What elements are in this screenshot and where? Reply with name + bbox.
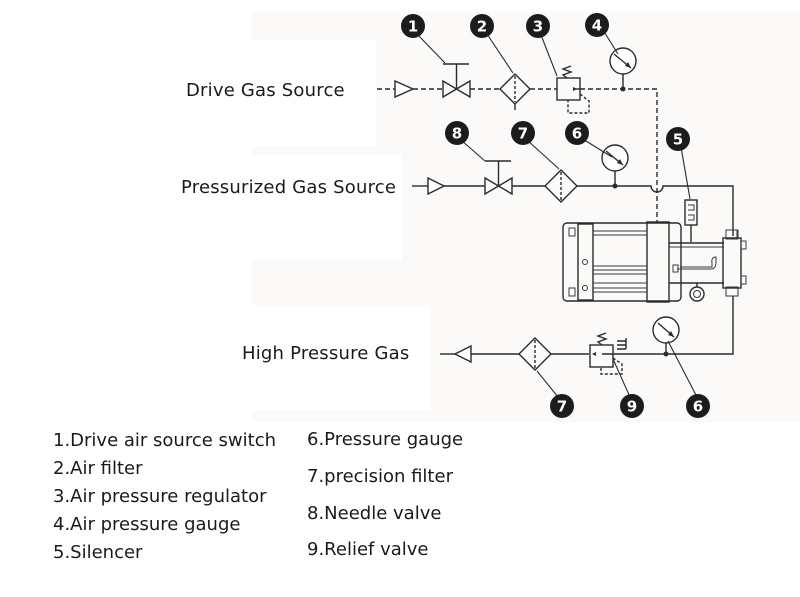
callout-badge-2: 2 (470, 14, 494, 38)
legend-item: 2.Air filter (53, 458, 143, 479)
gas-booster-pump-icon (562, 221, 747, 303)
drive-gas-line (377, 88, 658, 222)
svg-text:7: 7 (557, 398, 567, 416)
callout-badge-6-outlet: 6 (686, 394, 710, 418)
legend-item: 5.Silencer (53, 542, 143, 563)
relief-valve-icon (589, 332, 627, 375)
drive-inlet-arrow-icon (394, 79, 415, 99)
svg-text:8: 8 (452, 125, 462, 143)
legend-item: 7.precision filter (307, 466, 453, 487)
callout-badge-7-outlet: 7 (550, 394, 574, 418)
drive-gas-source-label: Drive Gas Source (186, 80, 345, 101)
legend-item: 3.Air pressure regulator (53, 486, 267, 507)
air-pressure-regulator-icon (556, 65, 590, 114)
pressurized-gas-source-label: Pressurized Gas Source (181, 177, 397, 198)
silencer-icon (684, 199, 698, 242)
legend-item: 9.Relief valve (307, 539, 429, 560)
pressurized-gas-line (412, 185, 734, 236)
high-pressure-outlet-line (440, 296, 734, 355)
svg-text:6: 6 (572, 125, 582, 143)
legend-item: 1.Drive air source switch (53, 430, 276, 451)
precision-filter-icon (544, 169, 578, 203)
callout-badge-3: 3 (526, 14, 550, 38)
callout-badge-5: 5 (666, 127, 690, 151)
callout-badge-8: 8 (445, 121, 469, 145)
svg-text:6: 6 (693, 398, 703, 416)
label-panel-pressurized (252, 155, 402, 260)
pressurized-inlet-arrow-icon (427, 176, 446, 196)
high-pressure-gas-label: High Pressure Gas (242, 343, 410, 364)
callout-badge-1: 1 (401, 14, 425, 38)
legend-item: 4.Air pressure gauge (53, 514, 241, 535)
outlet-precision-filter-icon (518, 337, 552, 371)
drive-air-switch-valve-icon (442, 63, 471, 99)
outlet-pressure-gauge-icon (652, 316, 680, 357)
callout-leaders (416, 29, 698, 398)
label-panel-high (252, 305, 430, 410)
callout-badge-7: 7 (511, 121, 535, 145)
svg-text:9: 9 (627, 398, 637, 416)
callout-badge-9: 9 (620, 394, 644, 418)
svg-text:7: 7 (518, 125, 528, 143)
svg-text:4: 4 (592, 17, 602, 35)
svg-text:2: 2 (477, 18, 487, 36)
legend-item: 8.Needle valve (307, 503, 442, 524)
legend-item: 6.Pressure gauge (307, 429, 464, 450)
callout-badge-6: 6 (565, 121, 589, 145)
air-pressure-gauge-icon (609, 47, 637, 92)
svg-text:5: 5 (673, 131, 683, 149)
air-filter-icon (499, 73, 531, 110)
outlet-arrow-icon (453, 344, 472, 364)
pressure-gauge-icon (601, 144, 629, 189)
callout-badge-4: 4 (585, 13, 609, 37)
label-panel-drive (252, 40, 376, 146)
svg-text:3: 3 (533, 18, 543, 36)
needle-valve-icon (484, 160, 513, 196)
svg-text:1: 1 (408, 18, 418, 36)
